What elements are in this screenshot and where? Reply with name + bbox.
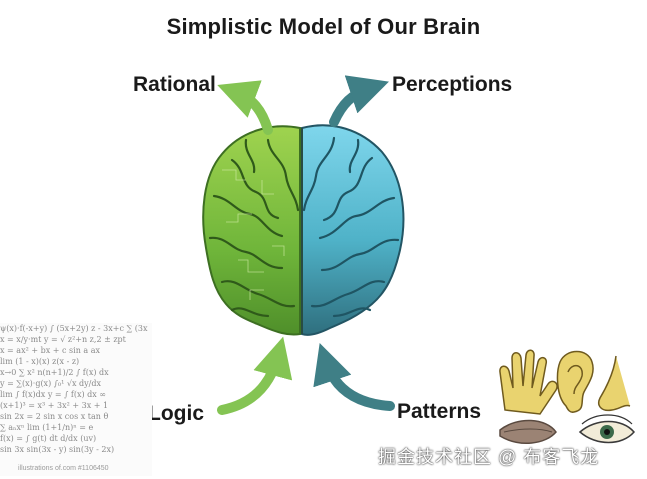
math-equation: ψ(x)·f(-x+y) ∫ (5x+2y) z - 3x+c ∑ (3x: [0, 324, 148, 333]
diagram-title: Simplistic Model of Our Brain: [166, 14, 481, 39]
nose-icon: [598, 355, 631, 412]
math-equation: (x+1)³ = x³ + 3x² + 3x + 1: [0, 401, 109, 410]
label-logic: Logic: [148, 402, 204, 425]
hand-icon: [499, 349, 558, 415]
arrow-logic: [217, 336, 293, 415]
ear-icon: [556, 350, 594, 413]
math-equation: lim ∫ f(x)dx y = ∫ f(x) dx ∞: [0, 390, 106, 399]
math-equation: y = ∑(x)·g(x) ∫₀¹ √x dy/dx: [0, 379, 101, 388]
math-equation: x = ax² + bx + c sin a ax: [0, 346, 100, 355]
math-equation: sin 2x = 2 sin x cos x tan θ: [0, 412, 109, 421]
math-equation: x→0 ∑ x² n(n+1)/2 ∫ f(x) dx: [0, 368, 109, 377]
math-equation: x = x/y·mt y = √ z²+n z,2 ± zpt: [0, 335, 126, 344]
arrow-patterns: [313, 343, 395, 411]
arrow-rational: [217, 80, 273, 135]
math-equation: f(x) = ∫ g(t) dt d/dx (uv): [0, 434, 97, 443]
label-rational: Rational: [133, 73, 216, 96]
left-hemisphere: [202, 125, 301, 336]
label-perceptions: Perceptions: [392, 73, 513, 96]
math-equation: lim (1 - x)(x) z(x - z): [0, 357, 80, 366]
arrow-perceptions: [329, 75, 389, 127]
label-patterns: Patterns: [397, 400, 482, 423]
math-equation: ∑ aₙxⁿ lim (1+1/n)ⁿ = e: [0, 423, 94, 432]
math-panel-credit: illustrations of.com #1106450: [18, 465, 109, 472]
watermark: 掘金技术社区 @ 布客飞龙: [378, 447, 600, 467]
right-hemisphere: [301, 124, 405, 336]
math-equation: sin 3x sin(3x - y) sin(3y - 2x): [0, 445, 115, 454]
math-equations-panel: ψ(x)·f(-x+y) ∫ (5x+2y) z - 3x+c ∑ (3x x …: [0, 323, 152, 476]
eye-icon: [578, 414, 635, 444]
mouth-icon: [499, 419, 557, 444]
